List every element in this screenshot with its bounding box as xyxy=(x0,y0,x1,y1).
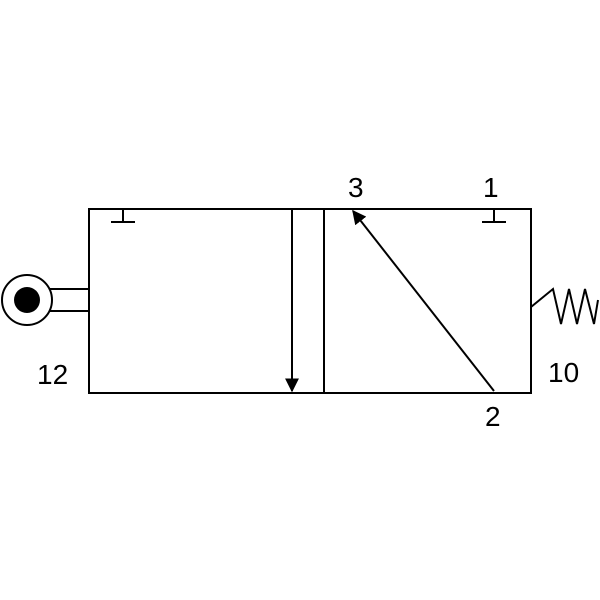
roller-actuator xyxy=(1,274,89,326)
roller-inner-circle xyxy=(14,287,40,313)
spring-icon xyxy=(530,287,599,325)
port-12-label: 12 xyxy=(37,359,68,390)
valve-left-box xyxy=(88,208,325,394)
left-box-outline xyxy=(88,208,325,394)
port-1-label: 1 xyxy=(483,172,499,203)
left-box-blocked-port-icon xyxy=(111,209,135,223)
right-box-blocked-port-icon xyxy=(482,209,506,223)
right-box-outline xyxy=(323,208,532,394)
port-3-label: 3 xyxy=(348,172,364,203)
port-10-label: 10 xyxy=(548,357,579,388)
port-2-label: 2 xyxy=(485,401,501,432)
right-box-flow-arrow xyxy=(352,209,495,392)
valve-right-box xyxy=(323,208,532,394)
